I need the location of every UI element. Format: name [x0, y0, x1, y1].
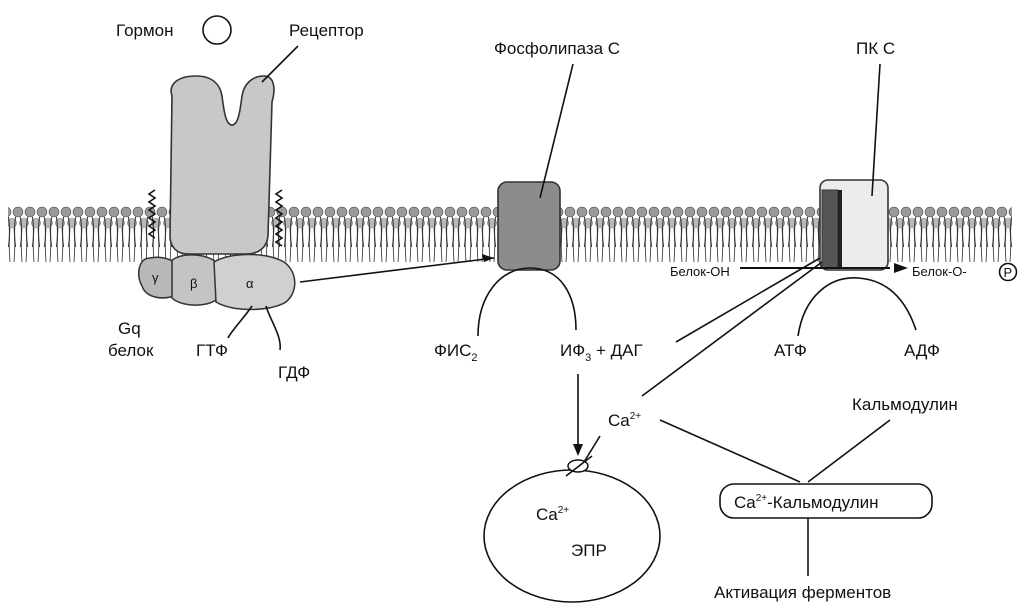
ca-label: Ca2+: [608, 411, 641, 430]
enzyme-activation-label: Активация ферментов: [714, 583, 891, 602]
pip2-label: ФИС2: [434, 341, 478, 364]
gq-label: Gq: [118, 319, 141, 338]
calmodulin-label: Кальмодулин: [852, 395, 958, 414]
gq-protein: [139, 255, 295, 310]
pkc-enzyme: [820, 180, 888, 270]
gq-protein-label: белок: [108, 341, 154, 360]
protein-oh-label: Белок-ОН: [670, 264, 730, 279]
er-label: ЭПР: [571, 541, 607, 560]
atp-label: АТФ: [774, 341, 807, 360]
gdp-label: ГДФ: [278, 363, 310, 382]
adp-label: АДФ: [904, 341, 940, 360]
subunit-beta-label: β: [190, 276, 197, 291]
hormone-ligand: [203, 16, 231, 44]
ip3-dag-label: ИФ3 + ДАГ: [560, 341, 643, 364]
ca-calmodulin-label: Ca2+-Кальмодулин: [734, 493, 879, 512]
subunit-alpha-label: α: [246, 276, 254, 291]
subunit-gamma-label: γ: [152, 270, 159, 285]
gtp-label: ГТФ: [196, 341, 228, 360]
phosphate-label: P: [1004, 265, 1013, 280]
pkc-label: ПК С: [856, 39, 895, 58]
receptor-label: Рецептор: [289, 21, 364, 40]
phospholipase-label: Фосфолипаза С: [494, 39, 620, 58]
protein-p-label: Белок-О-: [912, 264, 967, 279]
hormone-label: Гормон: [116, 21, 174, 40]
endoplasmic-reticulum: [484, 470, 660, 602]
phospholipase-c-enzyme: [498, 182, 560, 270]
